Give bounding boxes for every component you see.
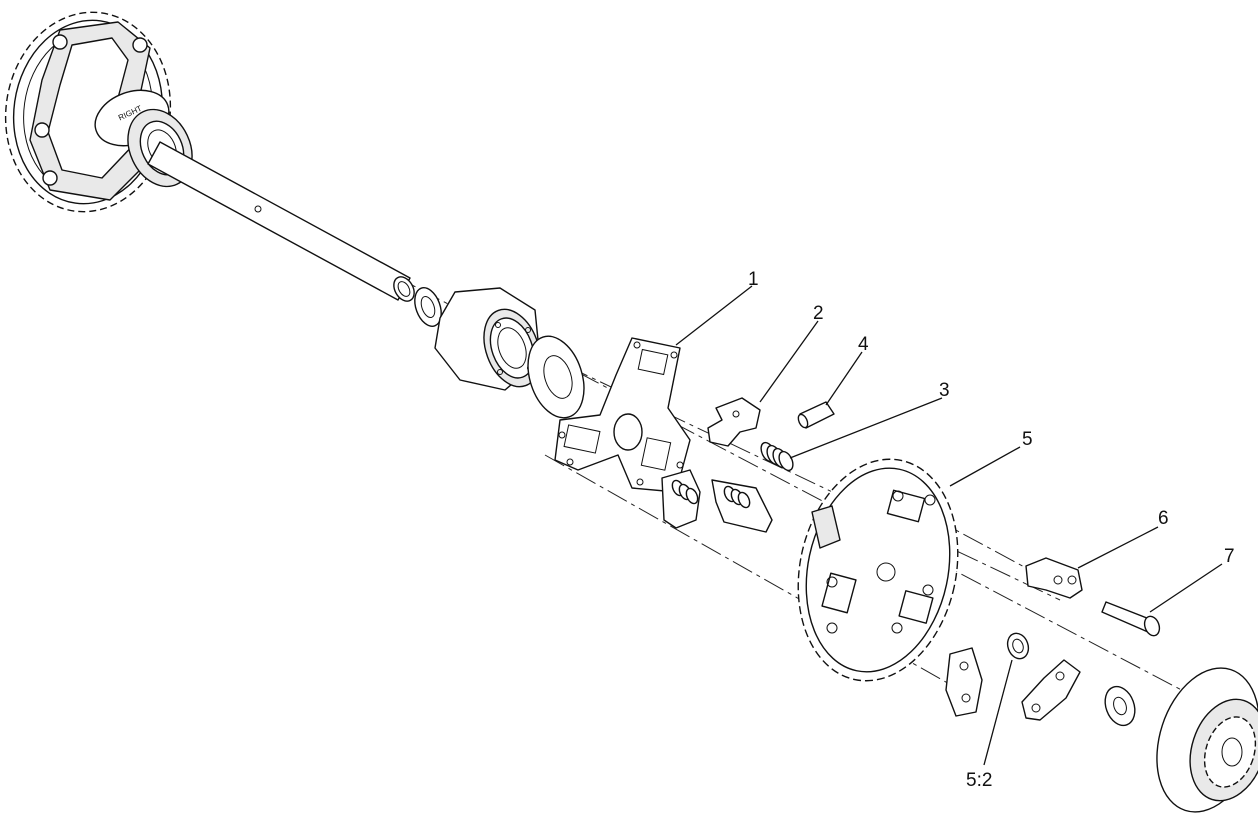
part-3-spring bbox=[760, 441, 794, 472]
callout-1: 1 bbox=[748, 269, 759, 290]
lower-washer bbox=[1104, 685, 1136, 727]
part-4-pin bbox=[797, 401, 835, 429]
part-2-pawl bbox=[707, 397, 761, 447]
shaft bbox=[147, 141, 415, 302]
pawl-assemblies bbox=[661, 469, 773, 533]
callout-5-2: 5:2 bbox=[966, 770, 992, 791]
callout-3: 3 bbox=[939, 380, 950, 401]
sprocket-clips bbox=[945, 647, 1081, 721]
drive-gear bbox=[1156, 667, 1258, 813]
leader-lines bbox=[675, 285, 1223, 766]
shaft-washer bbox=[414, 287, 442, 327]
thrust-washer bbox=[527, 335, 585, 419]
part-5-2-bushing bbox=[1006, 632, 1030, 660]
upper-sprocket-assembly: RIGHT bbox=[4, 11, 193, 213]
callouts: 1 2 4 3 5 6 7 5:2 bbox=[748, 269, 1235, 791]
part-6-retainer bbox=[1025, 557, 1083, 599]
callout-5: 5 bbox=[1022, 429, 1033, 450]
callout-7: 7 bbox=[1224, 546, 1235, 567]
part-1-spider-plate bbox=[554, 337, 691, 493]
callout-4: 4 bbox=[858, 334, 869, 355]
callout-6: 6 bbox=[1158, 508, 1169, 529]
callout-2: 2 bbox=[813, 303, 824, 324]
part-7-bolt bbox=[1101, 601, 1161, 637]
part-5-sprocket bbox=[797, 458, 959, 682]
